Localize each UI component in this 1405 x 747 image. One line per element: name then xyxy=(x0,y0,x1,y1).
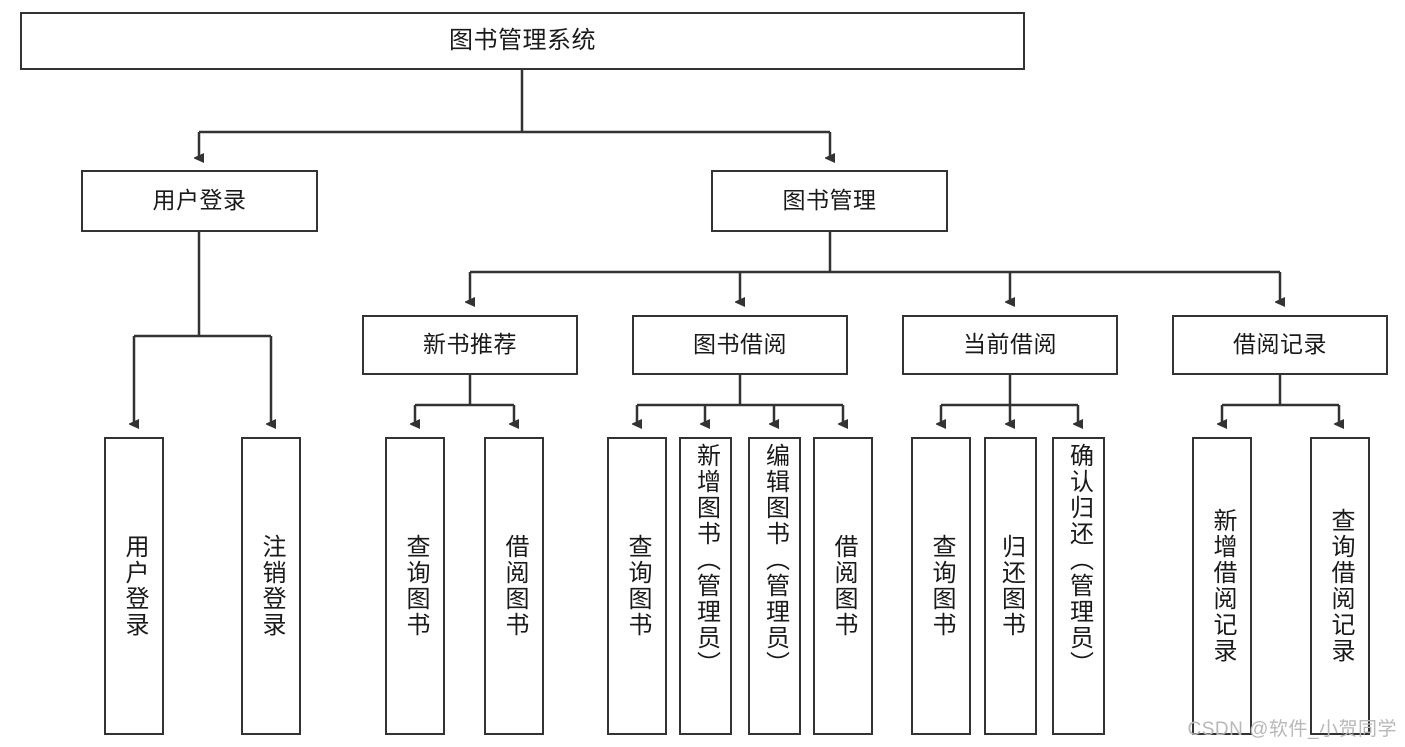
leaf-borrow-edit-book-admin[interactable]: 编辑图书（管理员） xyxy=(748,437,801,735)
leaf-borrow-borrow-book[interactable]: 借阅图书 xyxy=(813,437,873,735)
leaf-record-query-record[interactable]: 查询借阅记录 xyxy=(1310,437,1370,735)
leaf-recommend-borrow-book[interactable]: 借阅图书 xyxy=(484,437,544,735)
node-label: 注销登录 xyxy=(258,534,285,638)
node-label: 图书管理 xyxy=(782,187,877,214)
node-label: 新书推荐 xyxy=(423,331,517,358)
node-label: 编辑图书（管理员） xyxy=(761,443,789,677)
node-new-book-recommend[interactable]: 新书推荐 xyxy=(362,315,578,375)
node-label: 借阅图书 xyxy=(830,534,857,638)
leaf-current-query-book[interactable]: 查询图书 xyxy=(911,437,971,735)
node-label: 当前借阅 xyxy=(963,331,1057,358)
leaf-borrow-query-book[interactable]: 查询图书 xyxy=(607,437,667,735)
watermark-text: CSDN @软件_小贺同学 xyxy=(1187,719,1397,740)
leaf-user-login-login[interactable]: 用户登录 xyxy=(104,437,164,735)
node-label: 查询图书 xyxy=(402,534,429,638)
node-root-system[interactable]: 图书管理系统 xyxy=(20,12,1025,70)
leaf-borrow-add-book-admin[interactable]: 新增图书（管理员） xyxy=(679,437,732,735)
node-label: 用户登录 xyxy=(152,187,247,214)
leaf-recommend-query-book[interactable]: 查询图书 xyxy=(385,437,445,735)
node-book-management[interactable]: 图书管理 xyxy=(711,170,948,232)
node-label: 查询借阅记录 xyxy=(1327,508,1354,664)
node-label: 图书借阅 xyxy=(693,331,787,358)
leaf-user-login-logout[interactable]: 注销登录 xyxy=(241,437,301,735)
node-label: 归还图书 xyxy=(997,534,1025,638)
leaf-record-add-record[interactable]: 新增借阅记录 xyxy=(1192,437,1252,735)
node-label: 查询图书 xyxy=(928,534,955,638)
leaf-current-confirm-return-admin[interactable]: 确认归还（管理员） xyxy=(1052,437,1105,735)
node-label: 借阅图书 xyxy=(501,534,528,638)
leaf-current-return-book[interactable]: 归还图书 xyxy=(984,437,1037,735)
node-label: 查询图书 xyxy=(624,534,651,638)
node-label: 新增图书（管理员） xyxy=(692,443,720,677)
node-label: 借阅记录 xyxy=(1233,331,1327,358)
node-label: 图书管理系统 xyxy=(449,26,596,54)
node-label: 新增借阅记录 xyxy=(1209,508,1236,664)
node-book-borrow[interactable]: 图书借阅 xyxy=(632,315,848,375)
node-label: 确认归还（管理员） xyxy=(1065,443,1093,677)
node-current-borrow[interactable]: 当前借阅 xyxy=(902,315,1118,375)
node-borrow-record[interactable]: 借阅记录 xyxy=(1172,315,1388,375)
node-label: 用户登录 xyxy=(121,534,148,638)
node-user-login[interactable]: 用户登录 xyxy=(81,170,318,232)
